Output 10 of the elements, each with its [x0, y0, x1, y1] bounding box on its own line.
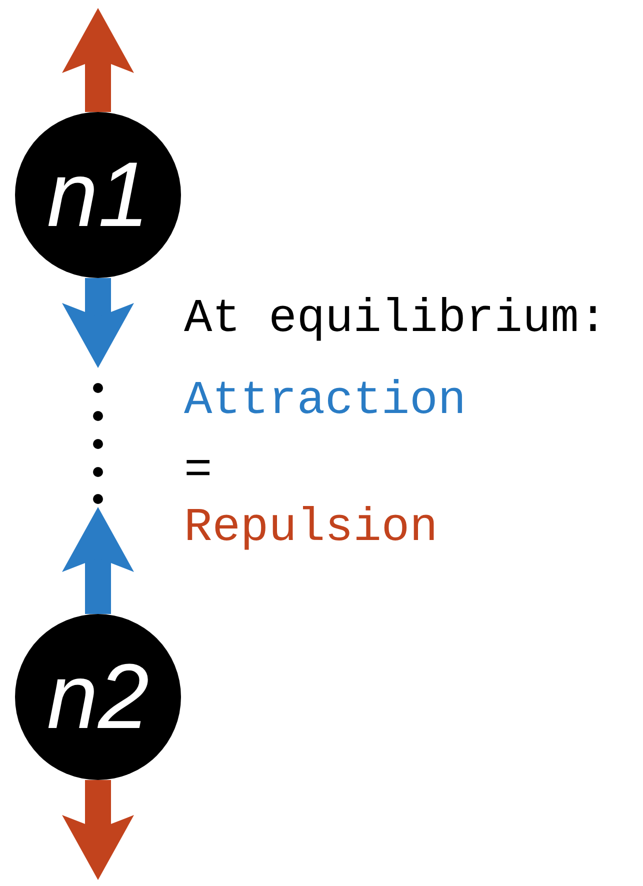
arrow	[62, 507, 134, 614]
label-text: Attraction	[184, 378, 466, 425]
arrow	[62, 278, 134, 368]
equals-sign: =	[184, 448, 212, 495]
label-text: Repulsion	[184, 505, 438, 552]
node-label: n2	[46, 651, 150, 743]
label-text: At equilibrium:	[184, 296, 608, 343]
arrow	[62, 8, 134, 112]
arrow	[62, 780, 134, 880]
node-label: n1	[46, 149, 150, 241]
